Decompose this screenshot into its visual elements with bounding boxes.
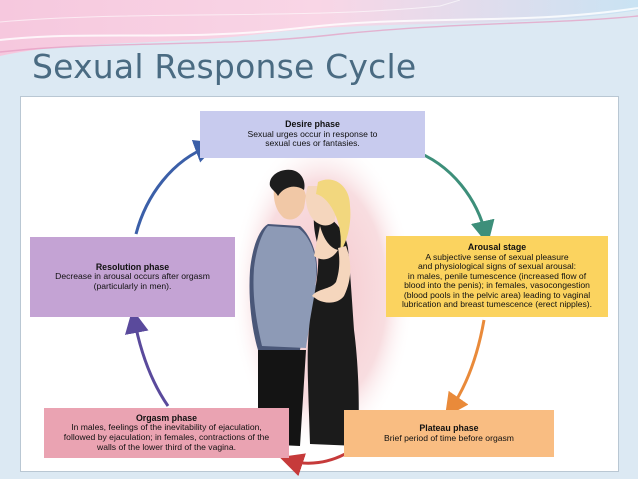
desire-phase-line: Sexual urges occur in response to xyxy=(247,128,378,139)
arousal-stage-line: blood into the penis); in females, vasoc… xyxy=(404,280,590,291)
arousal-stage-line: lubrication and breast tumescence (erect… xyxy=(401,299,593,310)
orgasm-phase-line: walls of the lower third of the vagina. xyxy=(96,441,236,452)
orgasm-phase-box: Orgasm phase In males, feelings of the i… xyxy=(44,408,289,458)
plateau-phase-box: Plateau phase Brief period of time befor… xyxy=(344,410,554,457)
resolution-phase-box: Resolution phase Decrease in arousal occ… xyxy=(30,237,235,317)
arousal-stage-box: Arousal stage A subjective sense of sexu… xyxy=(386,236,608,317)
arousal-stage-line: and physiological signs of sexual arousa… xyxy=(417,261,577,272)
arousal-stage-line: in males, penile tumescence (increased f… xyxy=(407,270,587,281)
desire-phase-title: Desire phase xyxy=(285,119,340,130)
desire-phase-box: Desire phase Sexual urges occur in respo… xyxy=(200,111,425,158)
orgasm-phase-line: followed by ejaculation; in females, con… xyxy=(63,432,270,442)
orgasm-phase-title: Orgasm phase xyxy=(135,412,198,423)
header-banner xyxy=(0,0,638,60)
arousal-stage-line: A subjective sense of sexual pleasure xyxy=(425,251,569,262)
resolution-phase-line: (particularly in men). xyxy=(93,280,172,291)
orgasm-phase-line: In males, feelings of the inevitability … xyxy=(71,422,262,433)
desire-phase-line: sexual cues or fantasies. xyxy=(265,138,360,149)
resolution-phase-line: Decrease in arousal occurs after orgasm xyxy=(55,271,210,282)
arousal-stage-line: (blood pools in the pelvic area) leading… xyxy=(403,289,591,300)
plateau-phase-line: Brief period of time before orgasm xyxy=(384,432,514,443)
slide-title: Sexual Response Cycle xyxy=(32,47,417,86)
plateau-phase-title: Plateau phase xyxy=(419,422,479,433)
resolution-phase-title: Resolution phase xyxy=(95,261,170,272)
arousal-stage-title: Arousal stage xyxy=(467,241,527,252)
